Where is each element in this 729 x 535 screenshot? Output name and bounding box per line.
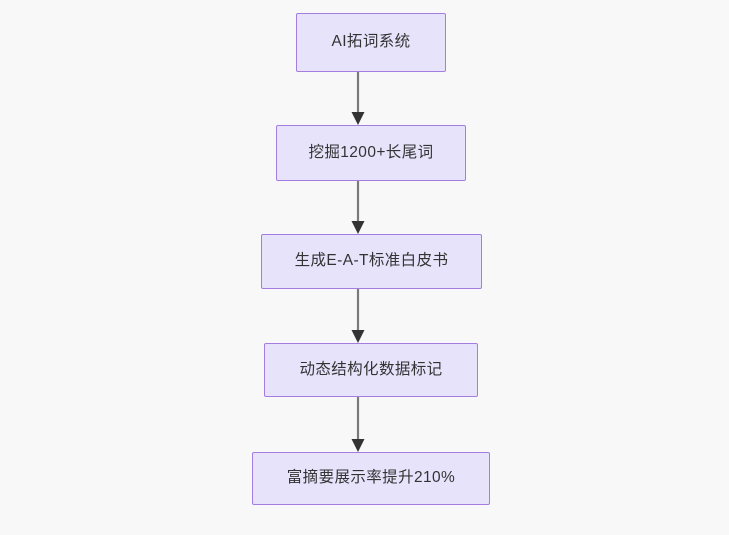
arrowhead-icon [351,221,365,234]
flow-edge-4 [345,397,371,452]
flow-node-ai-keyword-system[interactable]: AI拓词系统 [296,13,446,72]
flow-node-dynamic-structured-data[interactable]: 动态结构化数据标记 [264,343,478,397]
flow-node-label: 生成E-A-T标准白皮书 [294,252,449,270]
flow-edge-2 [345,181,371,234]
flow-node-label: 富摘要展示率提升210% [286,469,456,487]
flow-node-label: 挖掘1200+长尾词 [308,143,434,161]
flow-node-generate-eat-whitepaper[interactable]: 生成E-A-T标准白皮书 [261,234,482,289]
flow-node-mine-longtail-keywords[interactable]: 挖掘1200+长尾词 [276,125,466,181]
arrowhead-icon [351,330,365,343]
flow-node-label: 动态结构化数据标记 [299,360,443,378]
flow-node-rich-snippet-uplift[interactable]: 富摘要展示率提升210% [252,452,490,505]
flow-edge-3 [345,289,371,343]
flow-edge-1 [345,72,371,125]
flow-node-label: AI拓词系统 [331,33,411,51]
arrowhead-icon [351,112,365,125]
arrowhead-icon [351,439,365,452]
